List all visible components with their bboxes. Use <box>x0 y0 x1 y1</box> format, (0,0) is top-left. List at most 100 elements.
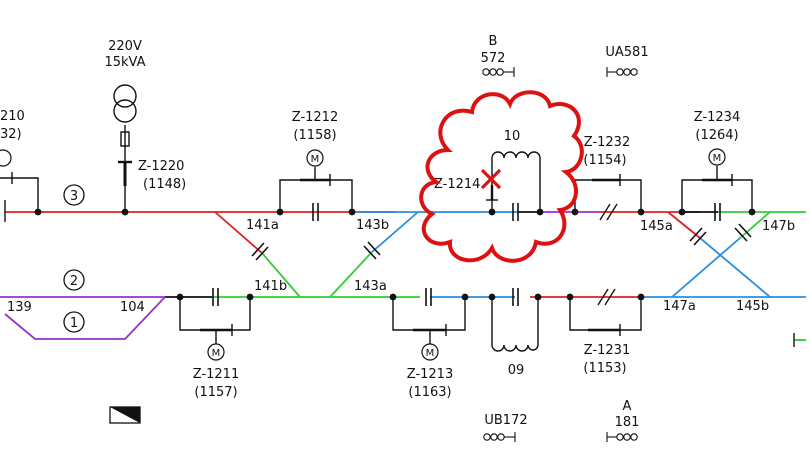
signal-ua581-name: UA581 <box>605 45 648 60</box>
track-lines <box>0 211 806 341</box>
z1232-num: (1154) <box>583 153 626 168</box>
z1232-name: Z-1232 <box>584 135 630 150</box>
label-145a: 145a <box>640 219 673 234</box>
transformer-power: 15kVA <box>104 55 145 70</box>
z1231-name: Z-1231 <box>584 343 630 358</box>
gap-bottom-slash2 <box>604 288 616 306</box>
joint-147 <box>734 223 752 242</box>
crossover-143-green <box>329 251 373 298</box>
joint-143 <box>363 241 381 260</box>
track-number-circles <box>63 184 85 333</box>
fuse <box>120 131 130 147</box>
motor-symbols <box>0 148 726 361</box>
track-3-number: 3 <box>70 189 78 204</box>
label-09: 09 <box>508 363 525 378</box>
z1211-bypass <box>179 297 251 331</box>
crossover-141-red <box>214 211 263 254</box>
crossover-145-blue <box>699 237 771 298</box>
coil-09 <box>491 344 539 352</box>
z1213-num: (1163) <box>408 385 451 400</box>
label-143a: 143a <box>354 279 387 294</box>
gap-top-slash2 <box>606 203 618 221</box>
track-1-loop <box>4 296 166 340</box>
joint-z1234 <box>714 203 721 221</box>
z1212-bypass <box>279 179 353 212</box>
joint-09 <box>512 288 519 306</box>
motor-icon-z1234 <box>708 148 726 166</box>
joint-145 <box>689 227 707 246</box>
label-147a: 147a <box>663 299 696 314</box>
labels: 220V 15kVA 210 32) Z-1220 (1148) Z-1212 … <box>0 34 795 430</box>
label-141a: 141a <box>246 218 279 233</box>
z1231-num: (1153) <box>583 361 626 376</box>
joint-z1211 <box>212 288 219 306</box>
z1234-bypass <box>681 179 753 212</box>
joint-z1212 <box>312 203 319 221</box>
crossover-147-green <box>739 211 771 239</box>
motor-letter-z1211: M <box>212 348 221 359</box>
z1234-num: (1264) <box>695 128 738 143</box>
track-2-circle <box>63 269 85 291</box>
track-1-number: 1 <box>70 316 78 331</box>
motor-icon-left <box>0 149 12 167</box>
crossover-143-blue <box>371 211 419 253</box>
signal-icon-ub172 <box>483 432 516 442</box>
signal-b572-letter: B <box>489 34 498 49</box>
cloud-annotation <box>419 90 584 263</box>
signal-icon-b572 <box>482 67 515 77</box>
junction-dots <box>34 208 756 301</box>
label-143b: 143b <box>356 218 389 233</box>
close-icon <box>480 168 502 190</box>
z1211-name: Z-1211 <box>193 367 239 382</box>
label-139: 139 <box>7 300 32 315</box>
track-2-number: 2 <box>70 274 78 289</box>
z1231-bypass <box>569 297 642 331</box>
label-141b: 141b <box>254 279 287 294</box>
motor-letter-z1213: M <box>426 348 435 359</box>
signal-a181-num: 181 <box>615 415 640 430</box>
red-cloud <box>419 90 584 263</box>
signal-ub172-name: UB172 <box>484 413 527 428</box>
z1220-num: (1148) <box>143 177 186 192</box>
coil-10 <box>491 151 541 159</box>
transformer-coil-top <box>113 84 137 108</box>
z1214-name: Z-1214 <box>434 177 480 192</box>
z1213-name: Z-1213 <box>407 367 453 382</box>
signal-symbols <box>482 67 638 442</box>
left-edge-label-bottom: 32) <box>0 127 22 142</box>
z1211-num: (1157) <box>194 385 237 400</box>
signal-icon-a181 <box>606 432 638 442</box>
gap-top-slash <box>599 203 611 221</box>
direction-flag-icon <box>109 406 141 424</box>
z1213-bypass <box>392 297 466 331</box>
transformer-coil-bottom <box>113 99 137 123</box>
z1234-name: Z-1234 <box>694 110 740 125</box>
track-1-circle <box>63 311 85 333</box>
left-edge-label-top: 210 <box>0 109 25 124</box>
label-104: 104 <box>120 300 145 315</box>
joint-141 <box>251 242 269 261</box>
insulated-joints <box>212 203 752 306</box>
label-147b: 147b <box>762 219 795 234</box>
motor-letter-z1212: M <box>311 154 320 165</box>
motor-icon-z1211 <box>207 343 225 361</box>
transformer-voltage: 220V <box>108 39 142 54</box>
signal-b572-num: 572 <box>481 51 506 66</box>
z1220-name: Z-1220 <box>138 159 184 174</box>
motor-icon-z1213 <box>421 343 439 361</box>
motor-letters: M M M M <box>212 153 722 359</box>
motor-icon-z1212 <box>306 149 324 167</box>
crossover-147-blue <box>671 237 741 298</box>
signal-icon-ua581 <box>606 67 638 77</box>
equipment <box>0 84 795 352</box>
motor-letter-z1234: M <box>713 153 722 164</box>
gap-bottom-slash <box>597 288 609 306</box>
joint-z1213 <box>425 288 432 306</box>
crossover-145-red <box>667 211 701 239</box>
crossover-141-green <box>261 252 301 298</box>
z1212-name: Z-1212 <box>292 110 338 125</box>
joint-10 <box>512 203 519 221</box>
track-3-circle <box>63 184 85 206</box>
label-10: 10 <box>504 129 521 144</box>
